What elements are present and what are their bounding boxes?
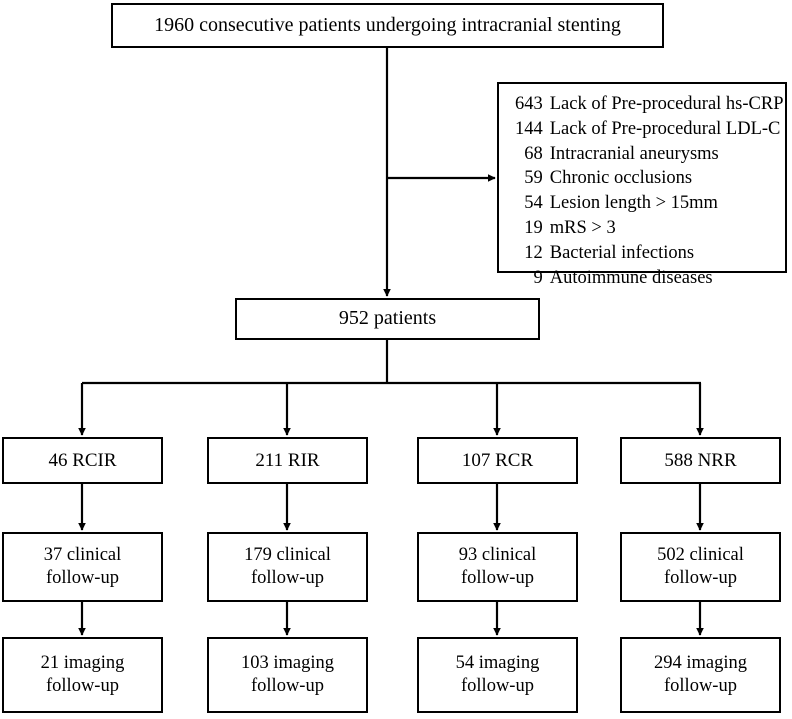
exclusion-count: 59: [524, 168, 543, 189]
node-clinical-label: 502 clinical follow-up: [657, 544, 744, 588]
node-group-nrr: 588 NRR: [620, 437, 781, 484]
exclusion-count: 19: [524, 217, 543, 238]
node-imaging-label: 294 imaging follow-up: [653, 652, 747, 696]
node-clinical-followup-rcr: 93 clinical follow-up: [417, 532, 578, 602]
node-clinical-followup-rcir: 37 clinical follow-up: [2, 532, 163, 602]
node-eligible-label: 952 patients: [338, 307, 437, 330]
node-imaging-followup-nrr: 294 imaging follow-up: [620, 637, 781, 713]
exclusion-label: Lesion length > 15mm: [549, 193, 718, 214]
node-group-label: 107 RCR: [461, 449, 534, 471]
exclusion-item: 59 Chronic occlusions: [515, 167, 784, 192]
node-group-rcr: 107 RCR: [417, 437, 578, 484]
node-group-label: 46 RCIR: [48, 449, 117, 471]
node-group-label: 588 NRR: [664, 449, 737, 471]
node-group-rcir: 46 RCIR: [2, 437, 163, 484]
exclusion-count: 68: [524, 143, 543, 164]
node-clinical-followup-rir: 179 clinical follow-up: [207, 532, 368, 602]
exclusion-label: Chronic occlusions: [549, 168, 693, 189]
exclusion-count: 12: [524, 242, 543, 263]
exclusion-item: 9 Autoimmune diseases: [515, 267, 784, 292]
node-group-label: 211 RIR: [255, 449, 320, 471]
node-clinical-label: 37 clinical follow-up: [43, 544, 122, 588]
node-clinical-label: 93 clinical follow-up: [458, 544, 537, 588]
node-enrolled-label: 1960 consecutive patients undergoing int…: [154, 13, 621, 36]
exclusion-label: Lack of Pre-procedural hs-CRP: [549, 94, 784, 114]
node-exclusion-criteria: 643 Lack of Pre-procedural hs-CRP 144 La…: [497, 82, 787, 288]
exclusion-count: 9: [533, 267, 543, 288]
exclusion-item: 144 Lack of Pre-procedural LDL-C: [515, 118, 784, 143]
exclusion-label: mRS > 3: [549, 217, 616, 238]
node-imaging-label: 21 imaging follow-up: [40, 652, 125, 696]
node-imaging-followup-rcir: 21 imaging follow-up: [2, 637, 163, 713]
exclusion-label: Lack of Pre-procedural LDL-C: [549, 118, 781, 139]
exclusion-item: 19 mRS > 3: [515, 217, 784, 242]
exclusion-label: Autoimmune diseases: [549, 267, 713, 288]
exclusion-item: 643 Lack of Pre-procedural hs-CRP: [515, 93, 784, 118]
node-clinical-followup-nrr: 502 clinical follow-up: [620, 532, 781, 602]
node-eligible-patients: 952 patients: [235, 298, 540, 340]
exclusion-count: 144: [515, 118, 543, 139]
node-clinical-label: 179 clinical follow-up: [244, 544, 331, 588]
exclusion-item: 54 Lesion length > 15mm: [515, 192, 784, 217]
node-group-rir: 211 RIR: [207, 437, 368, 484]
exclusion-label: Bacterial infections: [549, 242, 695, 263]
node-imaging-followup-rir: 103 imaging follow-up: [207, 637, 368, 713]
exclusion-item: 12 Bacterial infections: [515, 242, 784, 267]
exclusion-item: 68 Intracranial aneurysms: [515, 143, 784, 168]
node-imaging-label: 103 imaging follow-up: [240, 652, 334, 696]
node-imaging-label: 54 imaging follow-up: [455, 652, 540, 696]
node-imaging-followup-rcr: 54 imaging follow-up: [417, 637, 578, 713]
exclusion-count: 54: [524, 193, 543, 214]
node-enrolled-patients: 1960 consecutive patients undergoing int…: [111, 3, 664, 48]
exclusion-list: 643 Lack of Pre-procedural hs-CRP 144 La…: [515, 93, 784, 291]
exclusion-count: 643: [515, 94, 543, 114]
exclusion-label: Intracranial aneurysms: [549, 143, 719, 164]
